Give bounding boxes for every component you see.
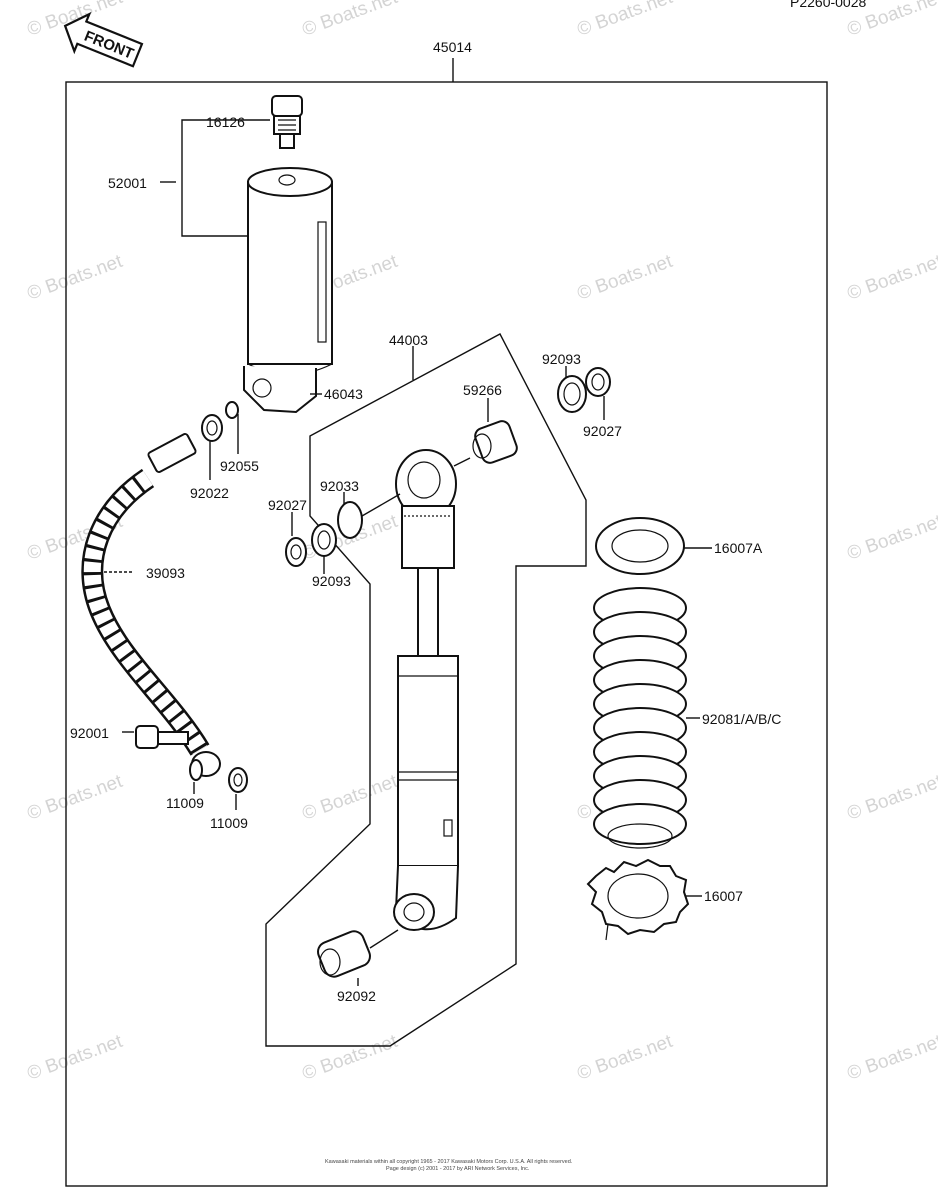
assembly-frame xyxy=(65,81,828,1187)
part-label-92093b: 92093 xyxy=(312,573,351,589)
coil-spring-part xyxy=(593,587,687,849)
reservoir-part xyxy=(243,95,333,414)
footer-design-credit: Page design (c) 2001 - 2017 by ARI Netwo… xyxy=(386,1166,530,1172)
washer-part xyxy=(228,767,248,793)
shock-body-outline xyxy=(265,333,587,1047)
collar-part xyxy=(317,930,371,978)
washer-part xyxy=(189,759,203,781)
part-label-11009b: 11009 xyxy=(210,815,248,831)
seal-part xyxy=(311,523,337,557)
reference-code: P2260-0028 xyxy=(790,0,867,10)
seal-part xyxy=(557,375,587,413)
banjo-bolt-part xyxy=(135,725,189,749)
lock-nut-part xyxy=(586,858,690,941)
part-label-92055: 92055 xyxy=(220,458,259,474)
part-label-92001: 92001 xyxy=(70,725,109,741)
o-ring-part xyxy=(337,501,363,539)
spring-seat-part xyxy=(595,517,685,575)
watermark: © Boats.net xyxy=(25,1031,126,1085)
watermark: © Boats.net xyxy=(25,771,126,825)
watermark: © Boats.net xyxy=(300,771,401,825)
part-label-44003: 44003 xyxy=(389,332,428,348)
seal-part xyxy=(285,537,307,567)
part-label-46043: 46043 xyxy=(324,386,363,402)
front-arrow-icon: FRONT xyxy=(63,11,144,68)
part-label-92081: 92081/A/B/C xyxy=(702,711,781,727)
part-label-92092: 92092 xyxy=(337,988,376,1004)
part-label-11009a: 11009 xyxy=(166,795,204,811)
part-label-92022: 92022 xyxy=(190,485,229,501)
watermark: © Boats.net xyxy=(575,0,676,41)
watermark: © Boats.net xyxy=(300,0,401,41)
watermark: © Boats.net xyxy=(300,1031,401,1085)
footer-copyright: Kawasaki materials within all copyright … xyxy=(325,1159,573,1165)
watermark: © Boats.net xyxy=(575,1031,676,1085)
part-label-52001: 52001 xyxy=(108,175,147,191)
watermark: © Boats.net xyxy=(845,1031,938,1085)
watermark: © Boats.net xyxy=(575,251,676,305)
watermark-layer: © Boats.net © Boats.net © Boats.net © Bo… xyxy=(25,0,938,1085)
part-label-16007A: 16007A xyxy=(714,540,763,556)
part-label-92027a: 92027 xyxy=(583,423,622,439)
part-label-39093: 39093 xyxy=(146,565,185,581)
part-label-92093a: 92093 xyxy=(542,351,581,367)
part-label-92033: 92033 xyxy=(320,478,359,494)
shock-absorber-part xyxy=(393,449,459,931)
watermark: © Boats.net xyxy=(845,251,938,305)
part-label-92027b: 92027 xyxy=(268,497,307,513)
collar-part xyxy=(472,420,518,464)
washer-part xyxy=(201,414,223,442)
seal-part xyxy=(585,367,611,397)
part-label-16007: 16007 xyxy=(704,888,743,904)
part-label-59266: 59266 xyxy=(463,382,502,398)
washer-part xyxy=(225,401,239,419)
part-label-16126: 16126 xyxy=(206,114,245,130)
part-label-45014: 45014 xyxy=(433,39,472,55)
watermark: © Boats.net xyxy=(25,251,126,305)
watermark: © Boats.net xyxy=(845,511,938,565)
watermark: © Boats.net xyxy=(845,771,938,825)
